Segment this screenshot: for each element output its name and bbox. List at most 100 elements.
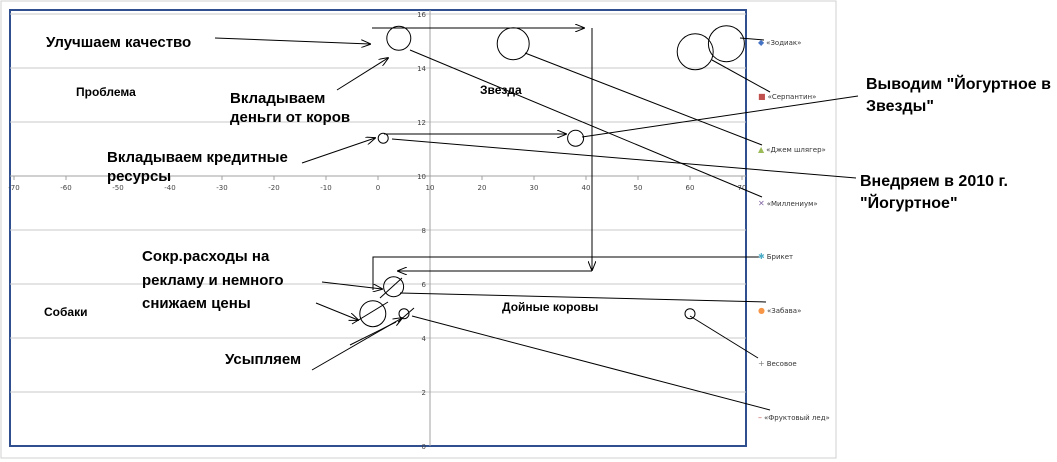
- bubble-8: [398, 308, 410, 320]
- legend-item-3: ✕«Миллениум»: [758, 199, 818, 208]
- plot-area: [9, 9, 747, 447]
- bracket-briket: [372, 256, 760, 290]
- arrow-improve-quality: [214, 37, 370, 44]
- bubble-6: [383, 276, 405, 298]
- bubble-1: [496, 27, 530, 61]
- x-tick-label-9: 20: [478, 184, 487, 192]
- gridlines: [10, 13, 746, 393]
- annotation-output-line2: Звезды": [866, 98, 934, 115]
- legend-label-4: Брикет: [766, 253, 794, 261]
- x-tick-label-6: -10: [320, 184, 331, 192]
- legend-marker-1: ■: [758, 91, 766, 101]
- legend-item-7: –«Фруктовый лед»: [758, 413, 830, 422]
- bubble-9: [684, 308, 696, 320]
- x-tick-label-13: 60: [686, 184, 695, 192]
- legend-item-6: +Весовое: [758, 359, 797, 368]
- arrow-introduce: [391, 138, 857, 179]
- annotation-introduce-line2: "Йогуртное": [860, 195, 958, 212]
- legend-item-2: ▲«Джем шлягер»: [758, 145, 826, 154]
- x-tick-label-2: -50: [112, 184, 123, 192]
- annotation-credit-line2: ресурсы: [107, 168, 172, 185]
- x-tick-label-10: 30: [530, 184, 539, 192]
- diagonal-1: [409, 49, 763, 198]
- quadrant-problem: Проблема: [76, 85, 136, 99]
- legend-item-4: ✱Брикет: [758, 252, 793, 261]
- quadrant-cows: Дойные коровы: [502, 300, 599, 314]
- y-tick-label-2: 4: [422, 335, 427, 343]
- bubble-7: [359, 300, 387, 328]
- bubble-4: [377, 132, 389, 144]
- legend-label-3: «Миллениум»: [766, 199, 818, 208]
- annotation-invest-line1: Вкладываем: [230, 90, 326, 107]
- x-tick-label-3: -40: [164, 184, 175, 192]
- bubble-5: [567, 129, 585, 147]
- x-tick-label-11: 40: [582, 184, 591, 192]
- y-tick-label-7: 14: [417, 65, 426, 73]
- annotation-arrows: [214, 28, 859, 411]
- diagonal-2: [524, 52, 763, 146]
- legend-label-2: «Джем шлягер»: [766, 146, 826, 154]
- legend-marker-5: ●: [758, 305, 765, 315]
- line-right-bubble: [689, 315, 759, 359]
- legend-label-5: «Забава»: [766, 306, 802, 315]
- annotation-output-line1: Выводим "Йогуртное в: [866, 76, 1051, 93]
- legend-item-1: ■«Серпантин»: [758, 92, 816, 101]
- quadrant-star: Звезда: [480, 83, 522, 97]
- arrow-credit: [301, 138, 375, 164]
- legend-label-7: «Фруктовый лед»: [764, 413, 830, 422]
- bubble-0: [386, 25, 412, 51]
- x-tick-label-4: -30: [216, 184, 227, 192]
- arrow-sleep-2: [349, 321, 397, 346]
- annotation-cut-line2: рекламу и немного: [142, 272, 284, 289]
- y-tick-label-0: 0: [422, 443, 426, 451]
- x-tick-label-7: 0: [376, 184, 380, 192]
- diagonal-3: [711, 59, 771, 93]
- line-zabava: [399, 292, 767, 303]
- cross-stroke-1: [379, 277, 403, 299]
- y-tick-label-4: 8: [422, 227, 426, 235]
- x-tick-label-8: 10: [426, 184, 435, 192]
- bubble-3: [707, 25, 745, 63]
- y-tick-label-3: 6: [422, 281, 427, 289]
- legend-item-0: ◆«Зодиак»: [758, 38, 801, 47]
- axes: [10, 10, 746, 446]
- annotation-introduce-line1: Внедряем в 2010 г.: [860, 173, 1008, 190]
- y-tick-label-1: 2: [422, 389, 426, 397]
- quadrant-dogs: Собаки: [44, 305, 88, 319]
- bubble-2: [676, 33, 714, 71]
- annotation-cut-line1: Сокр.расходы на: [142, 248, 270, 265]
- arrow-cut: [321, 281, 382, 289]
- arrow-invest-cows: [336, 58, 388, 91]
- y-tick-label-5: 10: [417, 173, 426, 181]
- bubbles: [359, 25, 745, 328]
- y-tick-label-6: 12: [417, 119, 426, 127]
- legend-label-6: Весовое: [766, 360, 797, 368]
- cross-stroke-2: [351, 301, 389, 325]
- x-tick-label-12: 50: [634, 184, 643, 192]
- legend-marker-3: ✕: [758, 198, 765, 208]
- arrow-cut-2: [315, 302, 358, 320]
- x-tick-label-1: -60: [60, 184, 71, 192]
- legend-label-0: «Зодиак»: [766, 39, 802, 47]
- annotation-credit-line1: Вкладываем кредитные: [107, 149, 288, 166]
- tick-labels: -70 -60 -50 -40 -30 -20 -10 0 10 20 30 40 50 60 70 0 2 4 6…: [8, 11, 746, 451]
- legend-marker-0: ◆: [758, 38, 765, 47]
- annotation-sleep: Усыпляем: [225, 351, 302, 368]
- legend-marker-4: ✱: [758, 252, 765, 261]
- arrow-output: [581, 95, 859, 138]
- x-tick-label-14: 70: [738, 184, 747, 192]
- annotation-invest-line2: деньги от коров: [230, 109, 351, 126]
- legend-marker-7: –: [758, 412, 762, 422]
- annotation-cut-line3: снижаем цены: [142, 295, 251, 312]
- legend-label-1: «Серпантин»: [767, 92, 817, 101]
- x-tick-label-5: -20: [268, 184, 279, 192]
- y-tick-label-8: 16: [417, 11, 426, 19]
- line-frukt: [411, 315, 771, 411]
- legend-item-5: ●«Забава»: [758, 306, 801, 315]
- chart-frame: [0, 0, 837, 459]
- legend-marker-6: +: [758, 359, 765, 368]
- x-tick-label-0: -70: [8, 184, 19, 192]
- legend-marker-2: ▲: [758, 145, 765, 154]
- annotation-improve-quality: Улучшаем качество: [46, 34, 192, 51]
